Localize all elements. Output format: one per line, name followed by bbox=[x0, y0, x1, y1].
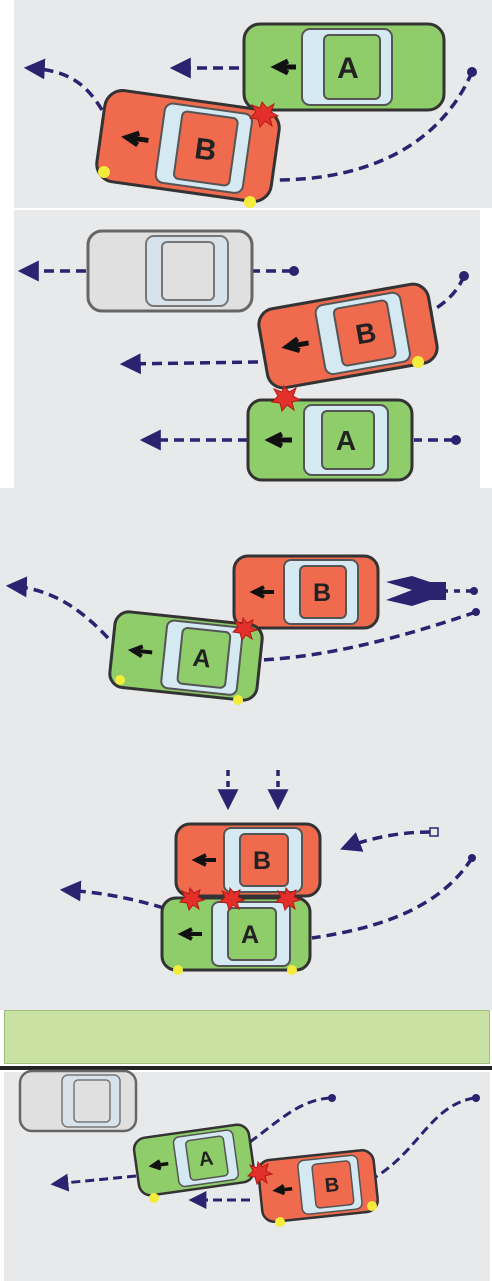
path-start-dot bbox=[459, 271, 469, 281]
parked-car bbox=[18, 1069, 138, 1133]
car-b-label: B bbox=[253, 847, 271, 875]
path-start-dot bbox=[467, 67, 477, 77]
scuff-mark-icon bbox=[149, 1193, 159, 1203]
car-a-label: A bbox=[241, 921, 259, 949]
path-start-marker bbox=[429, 827, 439, 837]
impact-burst-icon bbox=[246, 1160, 274, 1186]
car-a-path bbox=[249, 1096, 331, 1144]
direction-arrow-icon bbox=[264, 431, 292, 449]
impact-burst-icon bbox=[274, 886, 302, 912]
scenario-5-diagram: A B bbox=[18, 1069, 480, 1227]
car-b: B bbox=[95, 89, 281, 203]
direction-arrow-icon bbox=[272, 1184, 293, 1196]
car-b-path bbox=[373, 1096, 475, 1180]
impact-burst-icon bbox=[178, 886, 206, 912]
grass-verge bbox=[4, 1010, 490, 1064]
impact-burst-icon bbox=[231, 616, 259, 642]
car-b: B bbox=[257, 1149, 379, 1223]
scuff-mark-icon bbox=[367, 1201, 377, 1211]
car-a: A bbox=[160, 896, 312, 972]
reverse-arrow-icon bbox=[386, 576, 446, 606]
car-a: A bbox=[242, 22, 446, 112]
car-b-path bbox=[275, 71, 474, 182]
scuff-mark-icon bbox=[275, 1217, 285, 1227]
impact-burst-icon bbox=[218, 886, 246, 912]
direction-arrow-icon bbox=[177, 927, 202, 941]
car-b: B bbox=[174, 822, 322, 898]
scenario-3-4-panel: B A B A bbox=[0, 488, 492, 1010]
impact-burst-icon bbox=[248, 100, 280, 129]
direction-arrow-icon bbox=[281, 336, 310, 353]
car-b-label: B bbox=[313, 579, 331, 607]
direction-arrow-icon bbox=[249, 585, 274, 599]
path-start-dot bbox=[472, 1094, 480, 1102]
car-a-label: A bbox=[191, 644, 212, 674]
car-b-path bbox=[415, 275, 466, 322]
scuff-mark-icon bbox=[412, 356, 424, 368]
direction-arrow-icon bbox=[270, 58, 296, 76]
car-a-exit-path bbox=[50, 1173, 137, 1192]
car-b-exit-path bbox=[119, 353, 259, 375]
car-b-label: B bbox=[324, 1174, 341, 1197]
scenario-3-4-diagram: B A B A bbox=[5, 554, 480, 975]
scuff-mark-icon bbox=[244, 196, 256, 208]
direction-arrow-icon bbox=[121, 130, 149, 148]
car-b-path bbox=[340, 830, 431, 852]
car-a-path bbox=[311, 857, 474, 940]
car-b-exit-path bbox=[23, 58, 104, 111]
scenario-1-panel: A B bbox=[14, 0, 492, 208]
scuff-mark-icon bbox=[173, 965, 183, 975]
scenario-1-diagram: A B bbox=[23, 22, 477, 208]
path-start-dot bbox=[451, 435, 461, 445]
direction-arrow-icon bbox=[191, 853, 216, 867]
car-a-exit-path bbox=[5, 576, 110, 640]
car-b-label: B bbox=[193, 132, 219, 168]
impact-burst-icon bbox=[270, 384, 302, 413]
car-b: B bbox=[257, 282, 439, 390]
path-start-dot bbox=[470, 587, 478, 595]
car-b: B bbox=[232, 554, 380, 630]
direction-arrow-icon bbox=[148, 1159, 169, 1171]
car-a: A bbox=[132, 1123, 256, 1197]
car-a-label: A bbox=[337, 52, 359, 85]
scenario-2-diagram: B A bbox=[17, 229, 469, 482]
curb-line bbox=[0, 1066, 492, 1070]
scuff-mark-icon bbox=[98, 166, 110, 178]
car-a: A bbox=[108, 610, 264, 702]
scuff-mark-icon bbox=[233, 695, 243, 705]
path-start-dot bbox=[472, 608, 480, 616]
direction-arrow-icon bbox=[127, 644, 153, 659]
path-start-dot bbox=[468, 854, 476, 862]
car-a-label: A bbox=[336, 425, 356, 456]
parked-car bbox=[86, 229, 254, 313]
scenario-5-panel: A B bbox=[0, 1010, 492, 1281]
car-a-path bbox=[261, 610, 477, 662]
car-a-label: A bbox=[197, 1147, 214, 1171]
scuff-mark-icon bbox=[115, 675, 125, 685]
path-start-dot bbox=[289, 266, 299, 276]
car-a-exit-path bbox=[59, 880, 165, 910]
scenario-2-panel: B A bbox=[14, 210, 480, 488]
path-start-dot bbox=[328, 1094, 336, 1102]
car-a: A bbox=[246, 398, 414, 482]
scuff-mark-icon bbox=[287, 965, 297, 975]
